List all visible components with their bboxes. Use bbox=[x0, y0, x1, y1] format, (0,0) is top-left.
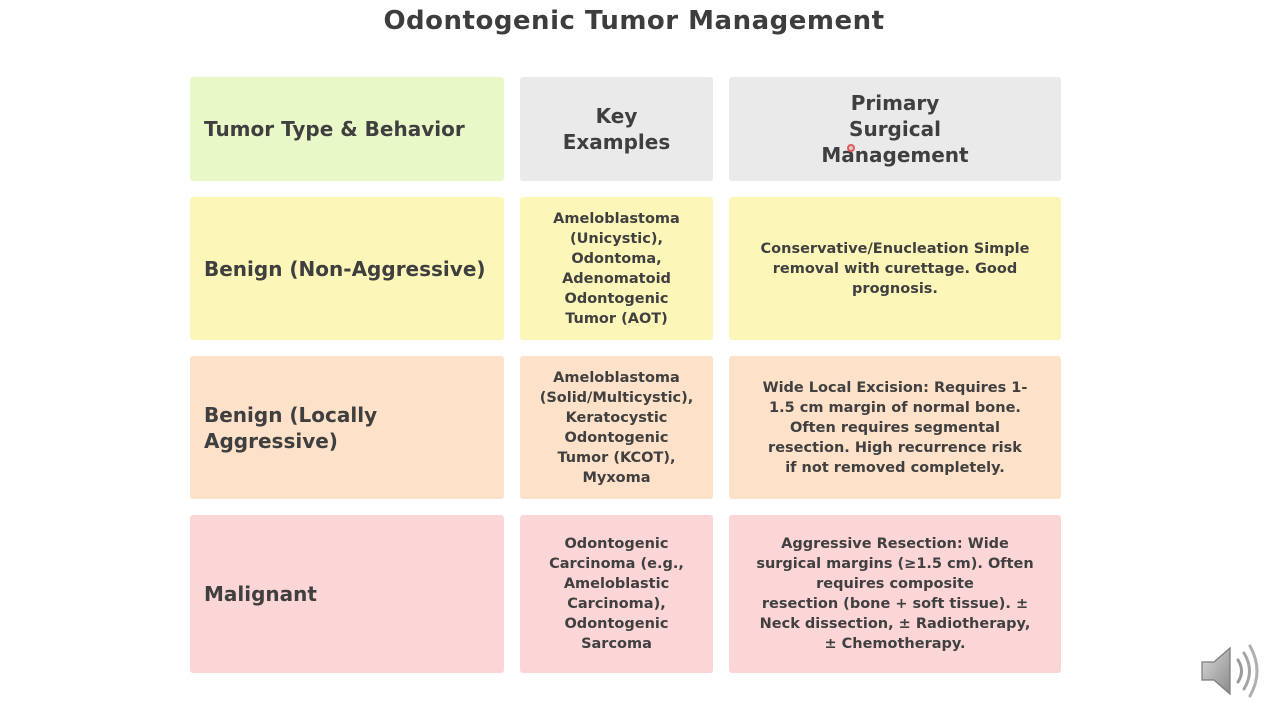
management-benign-locally-aggressive: Wide Local Excision: Requires 1- 1.5 cm … bbox=[729, 356, 1061, 499]
management-line: ± Chemotherapy. bbox=[824, 636, 966, 652]
header-management-line: Management bbox=[821, 143, 969, 167]
example-line: Keratocystic bbox=[565, 409, 668, 426]
header-key-examples: Key Examples bbox=[520, 77, 713, 181]
management-line: surgical margins (≥1.5 cm). Often bbox=[756, 556, 1034, 572]
row-label-benign-locally-aggressive: Benign (Locally Aggressive) bbox=[190, 356, 504, 499]
example-line: (Unicystic), bbox=[569, 230, 663, 247]
example-line: Ameloblastic bbox=[563, 576, 670, 592]
row-label-line: Benign (Non-Aggressive) bbox=[204, 256, 486, 281]
examples-benign-locally-aggressive: Ameloblastoma (Solid/Multicystic), Kerat… bbox=[520, 356, 713, 499]
management-line: requires composite bbox=[816, 576, 974, 592]
example-line: Adenomatoid bbox=[562, 270, 671, 287]
management-benign-non-aggressive: Conservative/Enucleation Simple removal … bbox=[729, 197, 1061, 340]
example-line: Carcinoma (e.g., bbox=[549, 556, 684, 572]
management-line: Aggressive Resection: Wide bbox=[781, 536, 1009, 552]
example-line: Carcinoma), bbox=[567, 596, 666, 612]
example-line: Odontogenic bbox=[564, 290, 669, 307]
row-label-line: Aggressive) bbox=[204, 428, 338, 453]
row-label-malignant: Malignant bbox=[190, 515, 504, 673]
example-line: Tumor (AOT) bbox=[565, 310, 668, 327]
example-line: Ameloblastoma bbox=[553, 210, 680, 227]
header-tumor-type-label: Tumor Type & Behavior bbox=[204, 117, 465, 141]
header-management-line: Primary bbox=[850, 91, 940, 115]
example-line: Ameloblastoma bbox=[553, 369, 680, 386]
page-title: Odontogenic Tumor Management bbox=[383, 6, 885, 36]
management-line: Often requires segmental bbox=[790, 419, 1000, 436]
management-line: prognosis. bbox=[852, 280, 938, 297]
management-line: Conservative/Enucleation Simple bbox=[760, 240, 1030, 257]
example-line: Odontogenic bbox=[564, 616, 669, 632]
header-tumor-type: Tumor Type & Behavior bbox=[190, 77, 504, 181]
pointer-dot-icon bbox=[847, 144, 855, 152]
row-label-line: Malignant bbox=[204, 582, 317, 606]
management-line: Neck dissection, ± Radiotherapy, bbox=[759, 616, 1031, 632]
example-line: (Solid/Multicystic), bbox=[539, 389, 694, 406]
header-management-line: Surgical bbox=[849, 117, 941, 141]
management-malignant: Aggressive Resection: Wide surgical marg… bbox=[729, 515, 1061, 673]
header-key-examples-line: Key bbox=[595, 104, 638, 128]
header-key-examples-line: Examples bbox=[562, 130, 671, 154]
speaker-volume-icon[interactable] bbox=[1198, 640, 1266, 702]
management-line: if not removed completely. bbox=[785, 459, 1005, 476]
example-line: Myxoma bbox=[582, 469, 651, 486]
management-line: 1.5 cm margin of normal bone. bbox=[769, 399, 1021, 416]
example-line: Sarcoma bbox=[581, 636, 652, 652]
example-line: Odontoma, bbox=[571, 250, 662, 267]
management-line: resection (bone + soft tissue). ± bbox=[761, 596, 1029, 612]
row-label-benign-non-aggressive: Benign (Non-Aggressive) bbox=[190, 197, 504, 340]
example-line: Odontogenic bbox=[564, 536, 669, 552]
management-line: removal with curettage. Good bbox=[772, 260, 1018, 277]
examples-benign-non-aggressive: Ameloblastoma (Unicystic), Odontoma, Ade… bbox=[520, 197, 713, 340]
management-line: Wide Local Excision: Requires 1- bbox=[762, 379, 1028, 396]
example-line: Odontogenic bbox=[564, 429, 669, 446]
example-line: Tumor (KCOT), bbox=[557, 449, 676, 466]
header-surgical-management: Primary Surgical Management bbox=[729, 77, 1061, 181]
row-label-line: Benign (Locally bbox=[204, 402, 378, 427]
management-line: resection. High recurrence risk bbox=[768, 439, 1022, 456]
examples-malignant: Odontogenic Carcinoma (e.g., Ameloblasti… bbox=[520, 515, 713, 673]
